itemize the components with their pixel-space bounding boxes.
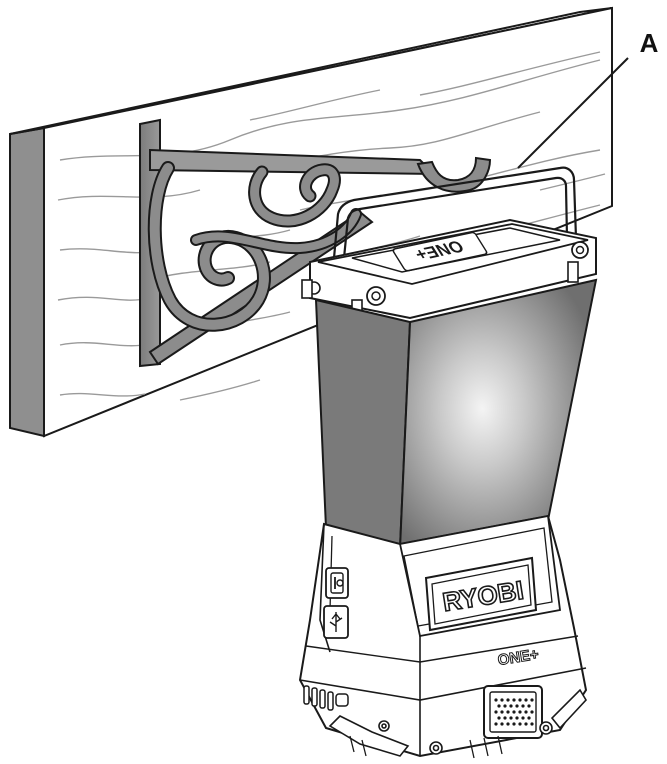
lantern: ONE+: [298, 166, 598, 759]
brand-badge: RYOBI: [424, 556, 538, 632]
wall-bracket-icon: [139, 118, 492, 368]
callout-a-label: A: [640, 28, 659, 58]
usb-port-icon[interactable]: [323, 605, 349, 639]
base-feet: [328, 688, 587, 757]
lantern-handle-icon: [332, 166, 578, 259]
power-button-icon[interactable]: [325, 567, 349, 599]
vent-slots: [303, 685, 349, 711]
lantern-lens: [314, 278, 598, 550]
battery-latch[interactable]: [483, 685, 543, 739]
front-platform-mark: ONE+: [497, 646, 541, 669]
lantern-top-cap: ONE+: [301, 218, 597, 321]
lantern-base: RYOBI ONE+: [298, 514, 588, 759]
callout-a: A: [517, 28, 659, 169]
